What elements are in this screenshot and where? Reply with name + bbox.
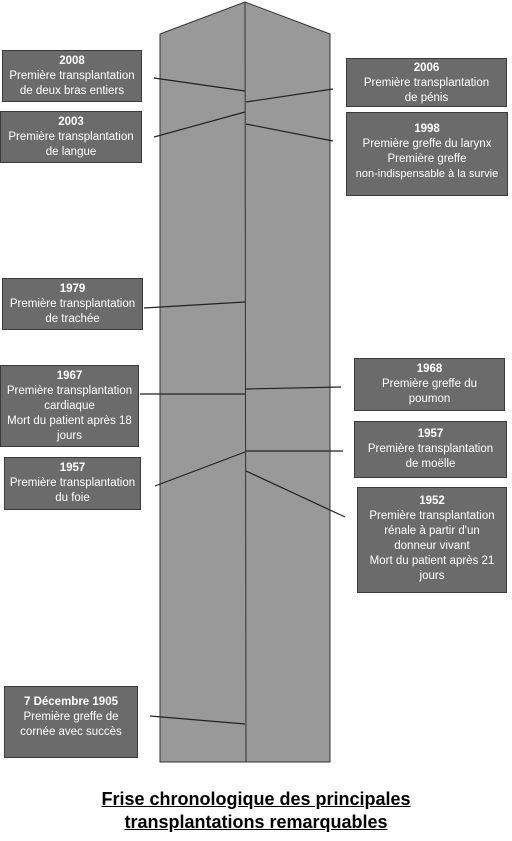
event-text: Première transplantation (367, 443, 494, 455)
event-text: Première greffe du larynx (362, 138, 492, 150)
event-text: Première transplantation (369, 510, 495, 522)
event-year: 1957 (417, 428, 444, 440)
event-text: de pénis (404, 92, 449, 104)
event-year: 1957 (59, 462, 86, 474)
event-text: de trachée (45, 313, 100, 325)
event-text: Mort du patient après 18 (7, 415, 132, 427)
connector-1998 (245, 123, 334, 142)
caption-line-1: Frise chronologique des principales (101, 789, 411, 809)
connector-2003 (153, 111, 246, 138)
connector-1905 (149, 715, 246, 725)
event-box-1952: 1952 Première transplantation rénale à p… (357, 487, 507, 593)
event-text: de langue (45, 146, 97, 158)
connector-1952 (245, 470, 346, 518)
event-year: 1998 (414, 123, 440, 135)
event-text: rénale à partir d'un (384, 525, 480, 537)
connector-1957-foie (154, 451, 246, 487)
event-year: 2008 (59, 55, 85, 67)
event-text: Première transplantation (9, 298, 136, 310)
event-box-1957-foie: 1957 Première transplantation du foie (4, 457, 141, 510)
event-text: donneur vivant (394, 540, 470, 552)
event-text: Première transplantation (363, 77, 490, 89)
event-year: 1967 (56, 370, 83, 382)
event-year: 7 Décembre 1905 (24, 696, 118, 708)
diagram-caption: Frise chronologique des principales tran… (0, 788, 512, 834)
event-box-1967: 1967 Première transplantation cardiaque … (0, 365, 139, 447)
event-text: non-indispensable à la survie (355, 168, 499, 180)
event-text: Première greffe (387, 153, 467, 165)
connector-2008 (153, 77, 246, 92)
event-year: 2003 (58, 116, 84, 128)
event-box-1979: 1979 Première transplantation de trachée (2, 278, 143, 330)
event-text: du foie (55, 492, 90, 504)
event-text: de moëlle (405, 458, 456, 470)
connector-1979 (143, 301, 246, 309)
event-box-1957-moelle: 1957 Première transplantation de moëlle (354, 421, 507, 478)
event-text: Première greffe du (381, 378, 478, 390)
event-box-1968: 1968 Première greffe du poumon (354, 358, 505, 411)
event-text: Première transplantation (9, 477, 136, 489)
event-text: Première transplantation (6, 385, 133, 397)
event-text: Première greffe de (23, 711, 119, 723)
event-text: Première transplantation (8, 131, 134, 143)
event-box-1998: 1998 Première greffe du larynx Première … (346, 112, 508, 196)
event-year: 1979 (59, 283, 86, 295)
event-text: poumon (408, 393, 451, 405)
caption-line-2: transplantations remarquables (124, 812, 388, 832)
event-box-2008: 2008 Première transplantation de deux br… (2, 50, 142, 102)
event-text: jours (419, 570, 445, 582)
event-text: cardiaque (44, 400, 95, 412)
connector-1968 (245, 386, 342, 390)
connector-2006 (245, 88, 334, 103)
event-text: Première transplantation (9, 70, 135, 82)
event-year: 2006 (413, 62, 440, 74)
event-text: de deux bras entiers (19, 85, 125, 97)
event-box-2003: 2003 Première transplantation de langue (0, 111, 142, 163)
event-year: 1952 (419, 495, 445, 507)
event-text: jours (57, 430, 82, 442)
event-text: Mort du patient après 21 (369, 555, 495, 567)
event-box-2006: 2006 Première transplantation de pénis (346, 58, 507, 107)
event-text: cornée avec succès (20, 726, 122, 738)
timeline-axis-line (244, 1, 247, 763)
event-year: 1968 (416, 363, 443, 375)
event-box-1905: 7 Décembre 1905 Première greffe de corné… (4, 686, 138, 758)
